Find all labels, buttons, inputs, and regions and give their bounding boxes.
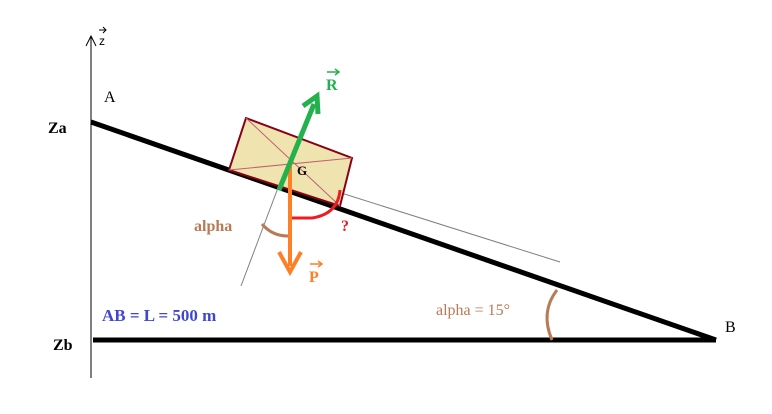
- incline-line: [90, 119, 717, 343]
- inner-alpha-label: alpha: [194, 218, 232, 235]
- weight-label: P: [309, 269, 319, 286]
- center-of-mass-label: G: [297, 163, 307, 178]
- zb-label: Zb: [53, 337, 73, 354]
- alpha-value-label: alpha = 15°: [436, 302, 510, 319]
- angle-mark: [290, 189, 342, 220]
- question-mark-label: ?: [341, 218, 349, 235]
- z-axis-arrowhead: [85, 34, 97, 47]
- reaction-vector: [276, 103, 317, 191]
- point-b-label: B: [725, 319, 736, 336]
- reaction-vector-arrowhead: [301, 91, 321, 115]
- weight-label-vector-arrowhead: [317, 260, 324, 268]
- length-label: AB = L = 500 m: [102, 306, 216, 325]
- reaction-label: R: [326, 77, 338, 94]
- alpha-angle-arc: [545, 289, 559, 341]
- point-a-label: A: [104, 89, 116, 106]
- z-axis-label: z: [99, 34, 105, 48]
- z-axis-vector-arrowhead: [102, 26, 107, 34]
- inner-alpha-arc: [260, 223, 289, 238]
- weight-vector-arrowhead: [277, 251, 303, 277]
- za-label: Za: [48, 120, 67, 137]
- reaction-label-vector-arrowhead: [334, 68, 341, 76]
